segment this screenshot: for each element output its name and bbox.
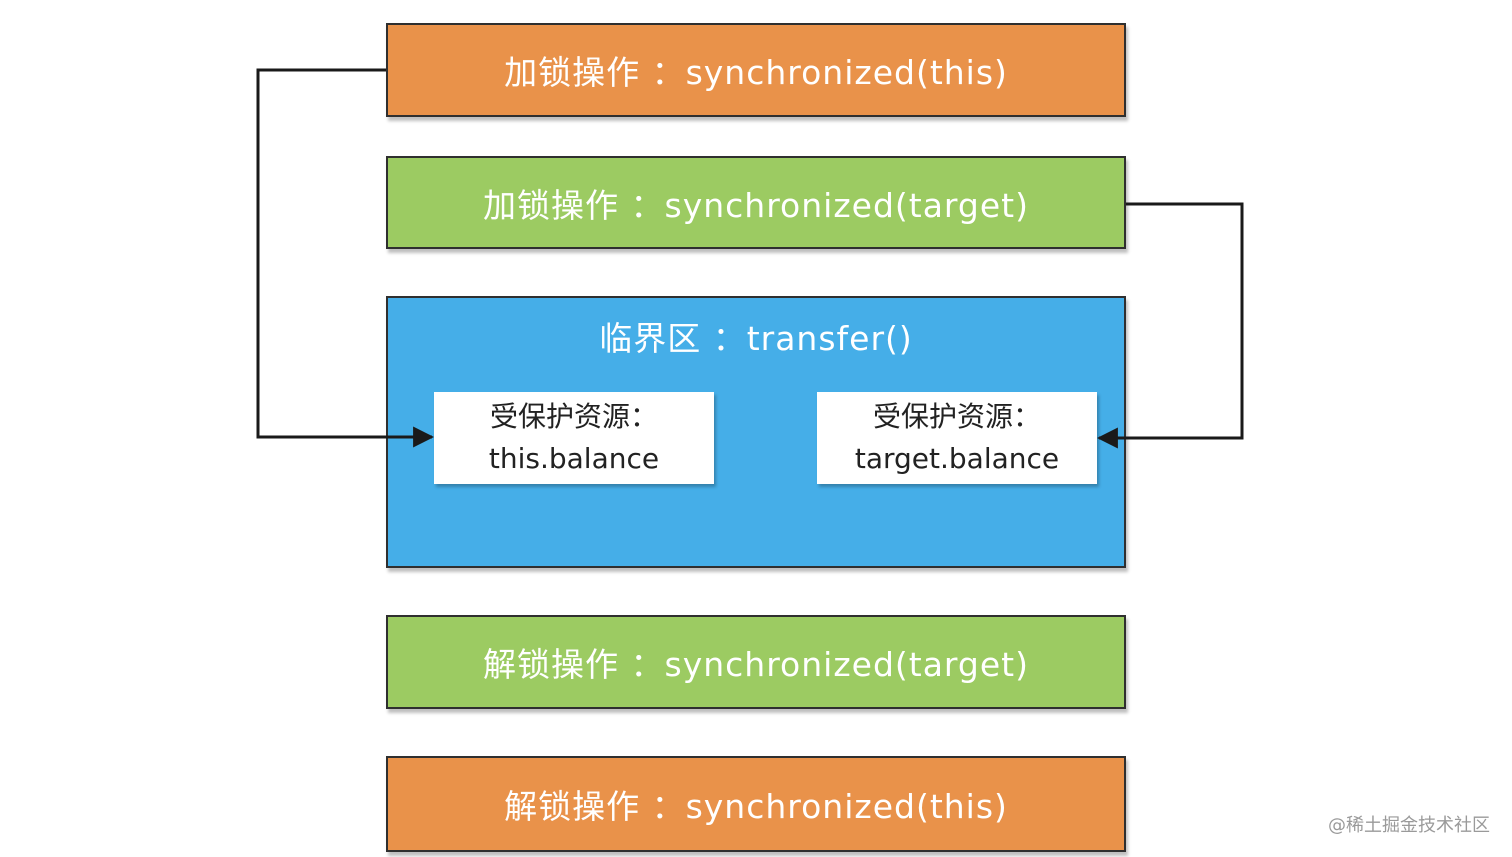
unlock-this-label: 解锁操作 ：synchronized(this) [504,787,1008,826]
resource-this-label: 受保护资源： [489,400,658,433]
protected-resource-target: 受保护资源： target.balance [817,392,1097,484]
unlock-target-label: 解锁操作 ：synchronized(target) [483,645,1029,684]
lock-target-block: 加锁操作 ：synchronized(target) [386,156,1126,249]
resource-target-label: 受保护资源： [872,400,1041,433]
resource-this-value: this.balance [488,442,660,475]
critical-section-title: 临界区 ：transfer() [599,319,913,358]
unlock-this-block: 解锁操作 ：synchronized(this) [386,756,1126,852]
lock-this-label: 加锁操作 ：synchronized(this) [504,53,1008,92]
unlock-target-block: 解锁操作 ：synchronized(target) [386,615,1126,709]
lock-target-label: 加锁操作 ：synchronized(target) [483,185,1029,225]
resource-target-value: target.balance [854,442,1060,475]
watermark: @稀土掘金技术社区 [1328,815,1490,836]
lock-this-block: 加锁操作 ：synchronized(this) [386,23,1126,117]
protected-resource-this: 受保护资源： this.balance [434,392,714,484]
